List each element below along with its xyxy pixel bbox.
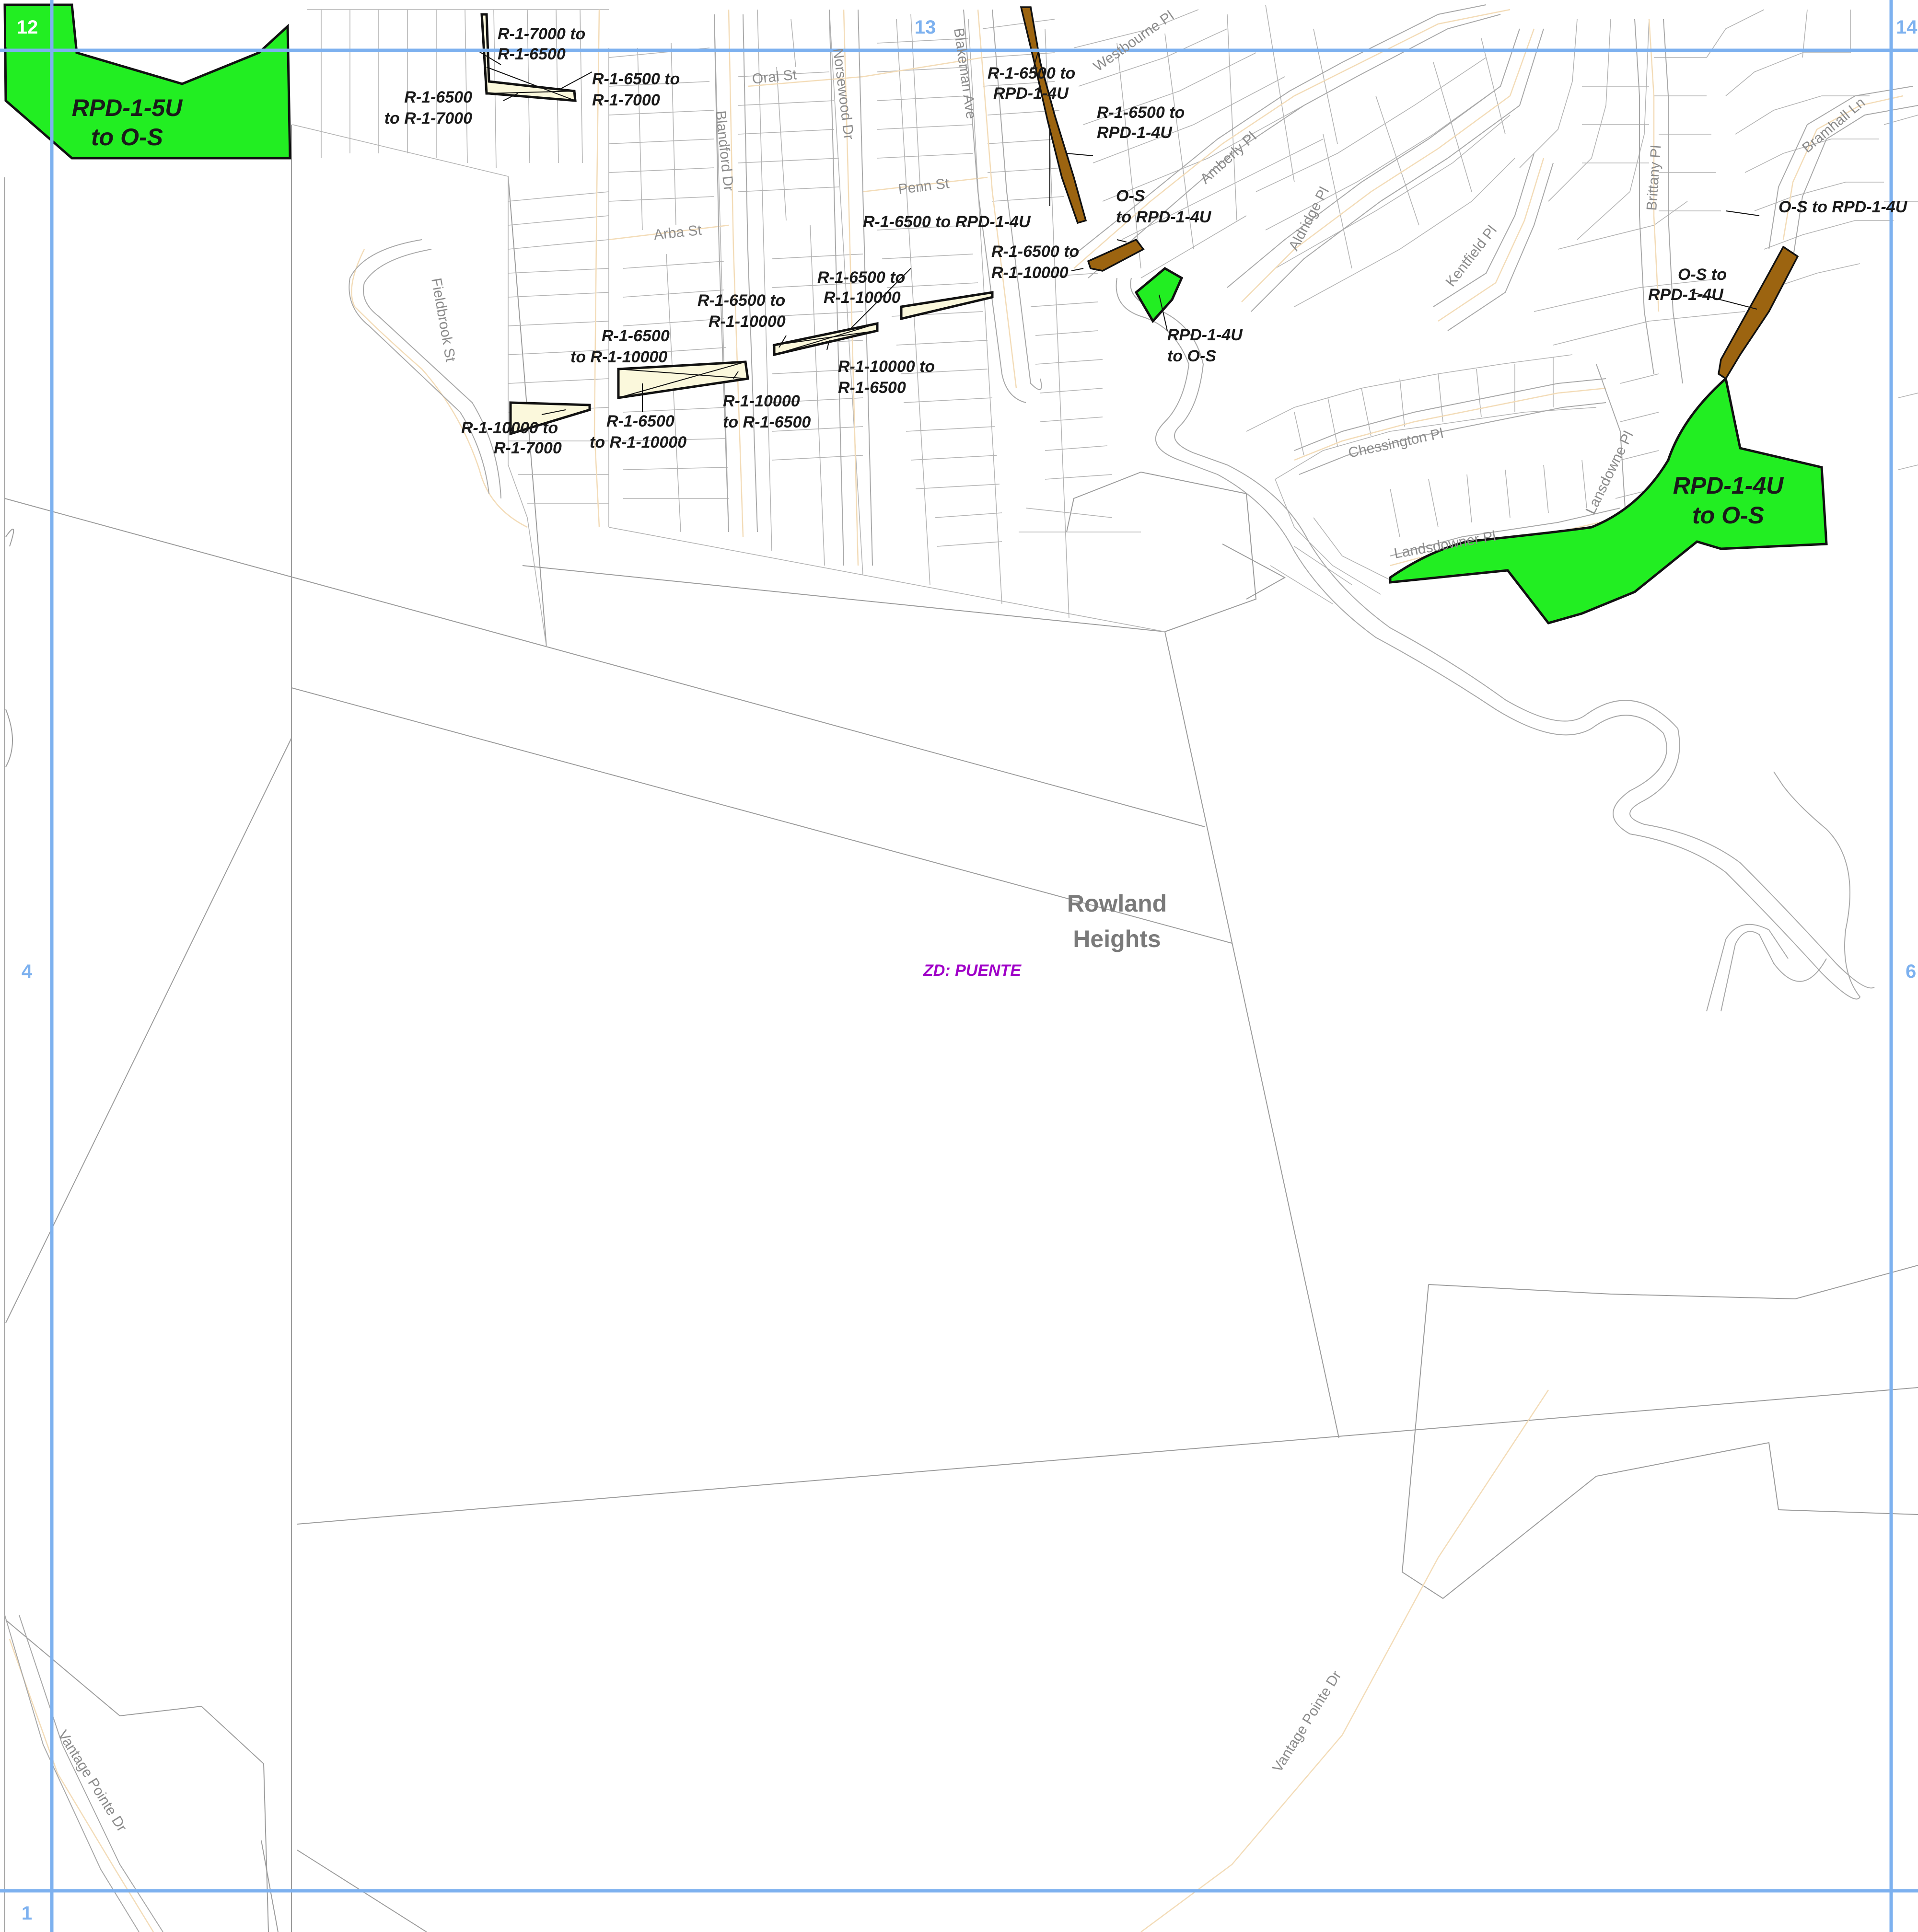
zone-label-12a: R-1-10000 to [838,358,935,376]
zone-label-11a: R-1-6500 [602,327,670,345]
open-space-changes [3,3,1828,625]
zone-change-labels: RPD-1-5U to O-S R-1-7000 to R-1-6500 R-1… [72,25,1908,529]
zone-label-13b: to R-1-6500 [723,413,811,431]
zone-label-5a: R-1-6500 to [1097,104,1185,122]
street-centerlines [9,9,1904,1932]
residential-parcels-west [292,9,1165,648]
rpd-strip-blakeman [1020,6,1087,224]
zone-label-11b: to R-1-10000 [570,348,667,366]
zone-label-7: R-1-6500 to RPD-1-4U [863,213,1031,231]
zone-label-10a: R-1-6500 to [697,291,785,310]
zone-label-4b: RPD-1-4U [993,84,1069,103]
zone-label-18b: RPD-1-4U [1648,286,1724,304]
zone-label-15a: R-1-6500 [606,412,674,430]
place-name-line2: Heights [1073,926,1161,952]
zone-label-1a: R-1-7000 to [498,25,585,43]
street-edges [4,4,1918,1932]
place-name-line1: Rowland [1067,890,1167,917]
rpd-strip-brittany-east [1718,245,1799,380]
zone-label-14b: R-1-7000 [494,439,562,457]
grid-label-4: 4 [22,961,33,982]
rpd-strip-westbourne [1087,238,1145,272]
zone-label-13a: R-1-10000 [723,392,800,410]
zone-label-rpd-1-4u: RPD-1-4U [1673,472,1784,499]
rpd-1-5u-area [3,3,291,160]
tile-badge [6,6,49,47]
zone-label-6a: O-S [1116,187,1145,205]
zone-label-14a: R-1-10000 to [461,419,558,437]
zone-label-2b: to R-1-7000 [384,109,472,127]
zone-label-1b: R-1-6500 [498,45,566,63]
zone-label-8a: R-1-6500 to [991,243,1079,261]
zone-label-4a: R-1-6500 to [988,64,1075,82]
zone-label-rpd-1-5u-to: to O-S [91,124,163,150]
zone-label-8b: R-1-10000 [991,264,1069,282]
zone-label-rpd-1-5u: RPD-1-5U [72,94,183,121]
zoning-district-label: ZD: PUENTE [923,961,1022,980]
place-labels: Rowland Heights ZD: PUENTE [923,890,1167,980]
grid-label-12: 12 [17,17,38,38]
zone-label-6b: to RPD-1-4U [1116,208,1212,226]
zone-label-18a: O-S to [1678,266,1727,284]
zone-label-9b: R-1-10000 [824,289,901,307]
grid-label-14: 14 [1896,17,1918,38]
label-leader-lines [477,50,1760,415]
zone-label-10b: R-1-10000 [709,312,786,331]
rpd-strip-changes [1020,6,1799,380]
grid-label-13: 13 [915,17,936,38]
grid-numbers: 12 13 14 4 6 1 [6,6,1918,1924]
zone-label-rpd-1-4u-to: to O-S [1692,502,1764,529]
zone-label-2a: R-1-6500 [404,88,472,106]
zone-label-9a: R-1-6500 to [817,268,905,287]
zone-label-3b: R-1-7000 [592,91,660,109]
grid-label-1: 1 [22,1903,32,1924]
zone-label-12b: R-1-6500 [838,379,906,397]
zone-label-3a: R-1-6500 to [592,70,680,88]
rpd-1-4u-area [1389,376,1828,625]
large-parcel-lines [4,125,1918,1932]
zone-label-16b: to O-S [1167,347,1216,365]
zone-label-5b: RPD-1-4U [1097,124,1173,142]
zone-label-17: O-S to RPD-1-4U [1779,198,1908,216]
zone-label-16a: RPD-1-4U [1167,326,1243,344]
residential-parcels-east [1073,4,1918,604]
rpd-1-4u-to-o-s-small [1134,266,1184,324]
zone-label-15b: to R-1-10000 [590,433,686,451]
residential-zone-changes [480,13,994,436]
grid-label-6: 6 [1906,961,1916,982]
